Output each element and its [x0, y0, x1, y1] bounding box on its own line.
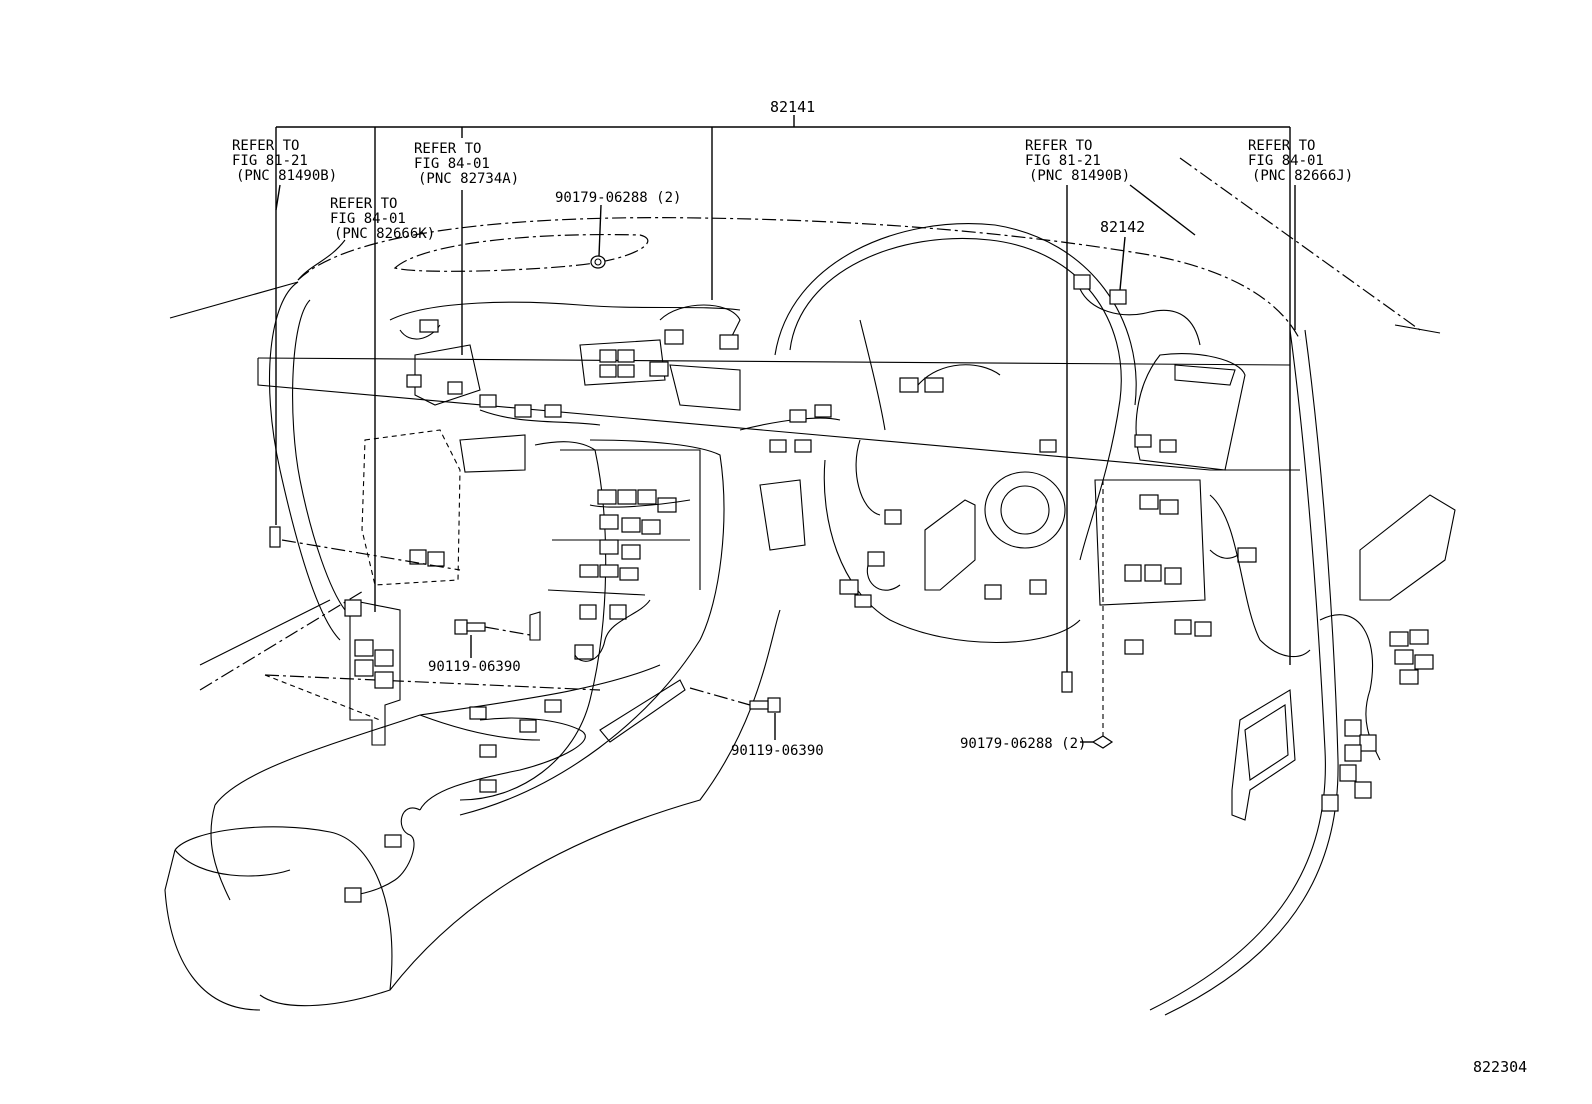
ref-left-84k-line3: (PNC 82666K)	[334, 226, 435, 242]
left-junction-block	[344, 429, 461, 746]
passenger-side-connectors	[1073, 274, 1311, 658]
right-ecu-module	[1231, 494, 1456, 821]
ref-left-81-line1: REFER TO	[232, 138, 299, 154]
part-number-82142: 82142	[1100, 218, 1145, 236]
labels: 82141 82142 REFER TO FIG 81-21 (PNC 8149…	[232, 98, 1527, 1076]
ref-left-84a-line2: FIG 84-01	[414, 156, 490, 172]
clip-top-label: 90179-06288 (2)	[555, 190, 681, 206]
ref-left-81-line3: (PNC 81490B)	[236, 168, 337, 184]
ref-left-84a-line1: REFER TO	[414, 141, 481, 157]
dash-top-connectors	[389, 301, 741, 662]
clip-top-symbol	[590, 204, 606, 269]
ref-right-81-line3: (PNC 81490B)	[1029, 168, 1130, 184]
ref-right-81-line2: FIG 81-21	[1025, 153, 1101, 169]
part-number-82141: 82141	[770, 98, 815, 116]
console-floor-harness	[344, 679, 686, 903]
part-82141-leader	[275, 115, 1291, 665]
driver-side-connectors	[739, 364, 1057, 608]
fastener-symbols	[269, 184, 1296, 749]
left-refer-pin	[269, 526, 461, 571]
dash-outline	[169, 157, 1441, 1016]
ref-left-84a-line3: (PNC 82734A)	[418, 171, 519, 187]
ref-left-84k-line2: FIG 84-01	[330, 211, 406, 227]
clip-right-label: 90179-06288 (2)	[960, 736, 1086, 752]
bolt-center-symbol	[689, 687, 781, 740]
bolt-center-label: 90119-06390	[731, 743, 824, 759]
clip-right-symbol	[1080, 480, 1114, 749]
ref-right-84j-line1: REFER TO	[1248, 138, 1315, 154]
center-console	[164, 439, 781, 1011]
right-refer-pin	[1061, 185, 1073, 693]
figure-code: 822304	[1473, 1058, 1527, 1076]
steering-wheel	[774, 223, 1137, 643]
ref-right-84j-line3: (PNC 82666J)	[1252, 168, 1353, 184]
ref-left-84k-line1: REFER TO	[330, 196, 397, 212]
bolt-left-label: 90119-06390	[428, 659, 521, 675]
ref-right-84j-line2: FIG 84-01	[1248, 153, 1324, 169]
bolt-left-symbol	[454, 619, 531, 658]
ref-right-81-line1: REFER TO	[1025, 138, 1092, 154]
ref-left-81-line2: FIG 81-21	[232, 153, 308, 169]
